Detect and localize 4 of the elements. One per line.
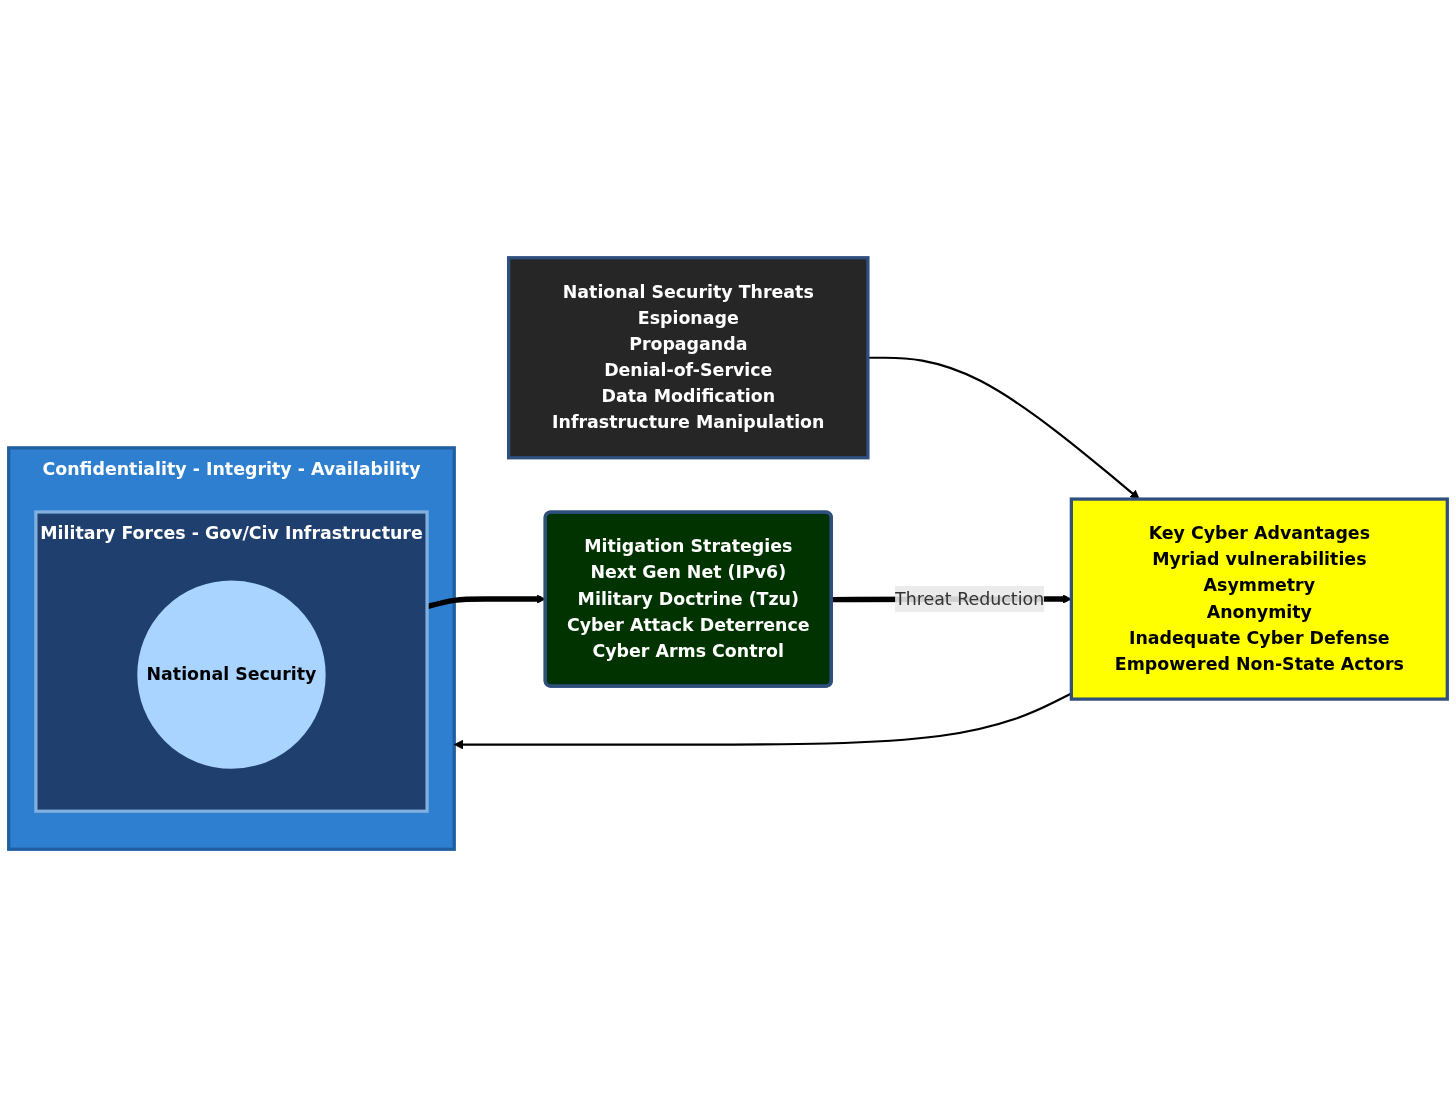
arrow — [453, 692, 1072, 750]
node-box: Key Cyber Advantages Myriad vulnerabilities Asymmetry Anonymity Inadequate Cyber Defense Empowered Non-State Actors — [1069, 497, 1449, 701]
node-box: National Security Threats Espionage Propaganda Denial-of-Service Data Modification Infrastructure Manipulation — [507, 256, 870, 460]
edge-label: Threat Reduction — [895, 588, 1045, 609]
